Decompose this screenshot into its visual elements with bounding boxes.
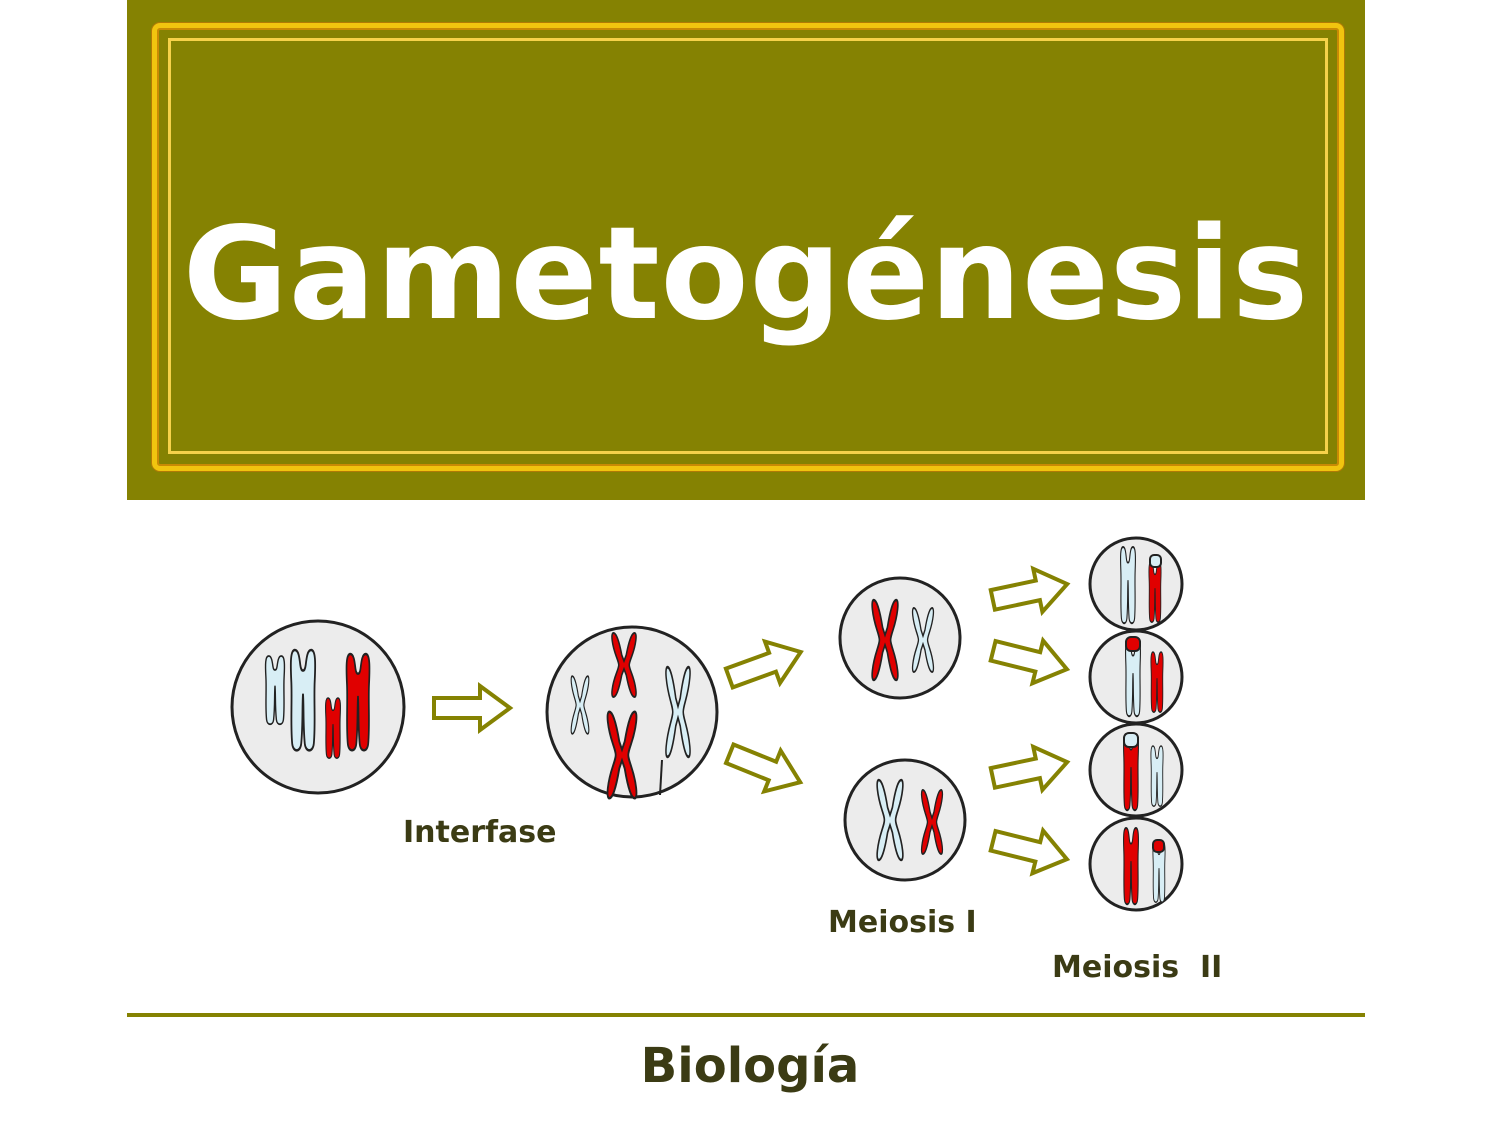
label-interphase: Interfase [403,815,557,850]
gametogenesis-diagram [230,536,1184,912]
arrow-right-icon [986,738,1074,802]
footer-subject: Biología [640,1038,860,1094]
gold-frame-inner [168,38,1328,454]
arrow-right-icon [985,627,1075,693]
cell-icon-initial [230,619,406,795]
cell-icon-meiosis2-3 [1088,722,1184,818]
gold-frame [152,23,1344,471]
arrow-right-icon [986,560,1074,624]
arrow-right-icon [432,684,512,732]
cell-icon-meiosis2-4 [1088,816,1184,912]
cell-icon-meiosis2-2 [1088,629,1184,725]
cell-icon-interphase [545,625,719,800]
cell-icon-meiosis2-1 [1088,536,1184,632]
arrow-right-icon [719,629,811,701]
title-banner: Gametogénesis [127,0,1365,500]
label-meiosis-1: Meiosis I [828,905,977,940]
cell-icon-meiosis1-top [838,576,962,700]
cell-icon-meiosis1-bottom [843,758,967,882]
arrow-right-icon [985,817,1075,883]
page-title: Gametogénesis [182,200,1310,349]
divider [127,1013,1365,1017]
arrow-right-icon [719,731,811,805]
label-meiosis-2: Meiosis II [1052,950,1223,985]
